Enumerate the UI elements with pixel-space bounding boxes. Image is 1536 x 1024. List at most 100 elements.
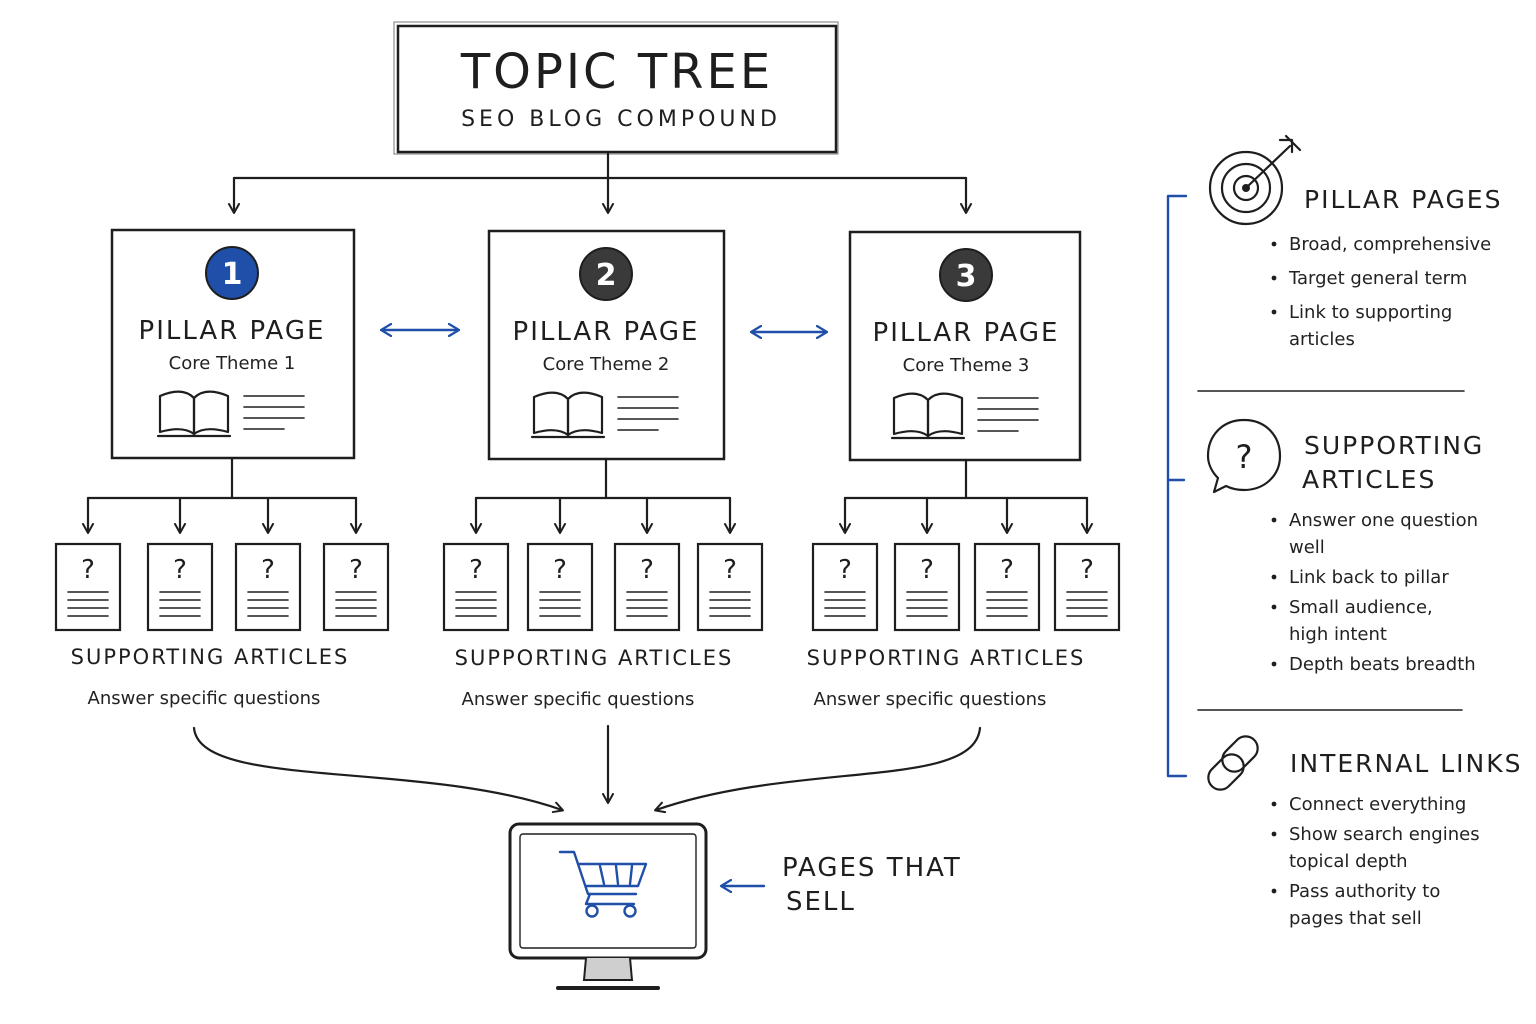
article-doc-icon: ?	[442, 542, 510, 632]
article-question-mark: ?	[261, 555, 275, 585]
supporting-articles-group: ????	[54, 542, 390, 632]
book-icon	[156, 390, 232, 438]
article-connectors	[82, 456, 362, 534]
legend-bullet-text: Link back to pillar	[1289, 567, 1449, 588]
book-icon	[530, 391, 606, 439]
legend-bullet: Link to supporting articles	[1271, 302, 1452, 350]
article-question-mark: ?	[920, 555, 934, 585]
legend-bullet-text: Small audience,	[1289, 597, 1433, 618]
pillar-title: PILLAR PAGE	[873, 318, 1060, 348]
article-connectors	[470, 457, 736, 534]
legend-bullet-text: Depth beats breadth	[1289, 654, 1476, 675]
legend-bullet-text: Connect everything	[1289, 794, 1466, 815]
article-question-mark: ?	[81, 555, 95, 585]
article-doc-icon: ?	[1053, 542, 1121, 632]
pillar-title: PILLAR PAGE	[513, 317, 700, 347]
legend-bullet-text: articles	[1289, 329, 1355, 350]
article-doc-icon: ?	[526, 542, 594, 632]
legend-bullet-text: high intent	[1289, 624, 1387, 645]
pillar-theme: Core Theme 3	[903, 355, 1030, 376]
text-lines-icon	[243, 395, 305, 430]
legend-bullet: Depth beats breadth	[1271, 654, 1476, 675]
article-question-mark: ?	[349, 555, 363, 585]
article-doc-icon: ?	[811, 542, 879, 632]
article-doc-icon: ?	[696, 542, 764, 632]
article-doc-icon: ?	[322, 542, 390, 632]
article-doc-icon: ?	[234, 542, 302, 632]
legend-heading: PILLAR PAGES	[1304, 185, 1502, 214]
legend-bullet-text: Link to supporting	[1289, 302, 1452, 323]
pillar-number-badge	[939, 248, 993, 302]
diagram-title: TOPIC TREE	[460, 44, 773, 100]
pillar-number: 2	[596, 258, 617, 293]
supporting-articles-title: SUPPORTING ARTICLES	[71, 645, 350, 669]
pillar-links	[382, 330, 826, 332]
supporting-articles-group: ????	[442, 542, 764, 632]
title-box: TOPIC TREE SEO BLOG COMPOUND	[393, 21, 839, 155]
supporting-articles-text: Answer specific questions	[462, 689, 695, 710]
legend-bullet: Small audience, high intent	[1271, 597, 1433, 645]
legend-bullet-text: Answer one question	[1289, 510, 1478, 531]
diagram-subtitle: SEO BLOG COMPOUND	[461, 107, 781, 132]
article-question-mark: ?	[640, 555, 654, 585]
sell-line-1: PAGES THAT	[782, 853, 962, 883]
legend-bullet: Target general term	[1271, 268, 1467, 289]
article-question-mark: ?	[173, 555, 187, 585]
book-icon	[890, 392, 966, 440]
question-bubble-icon: ?	[1206, 418, 1282, 494]
article-connectors	[839, 458, 1093, 534]
sell-line-2: SELL	[786, 887, 856, 917]
title-connectors	[228, 150, 972, 214]
pillar-theme: Core Theme 1	[169, 353, 296, 374]
chain-link-icon	[1207, 735, 1259, 791]
legend-bullet: Link back to pillar	[1271, 567, 1449, 588]
article-doc-icon: ?	[973, 542, 1041, 632]
legend-heading: ARTICLES	[1302, 465, 1436, 494]
text-lines-icon	[617, 396, 679, 431]
article-doc-icon: ?	[613, 542, 681, 632]
legend-bullet: Show search engines topical depth	[1271, 824, 1480, 872]
supporting-articles-group: ????	[811, 542, 1121, 632]
article-question-mark: ?	[469, 555, 483, 585]
legend-bullet-text: Pass authority to	[1289, 881, 1440, 902]
article-question-mark: ?	[838, 555, 852, 585]
legend-bullet-text: Show search engines	[1289, 824, 1480, 845]
pages-that-sell-label: PAGES THAT SELL	[722, 853, 962, 917]
legend-bullet-text: pages that sell	[1289, 908, 1422, 929]
pillar-number: 3	[956, 259, 977, 294]
legend-bullet-text: Broad, comprehensive	[1289, 234, 1491, 255]
target-icon	[1208, 134, 1302, 226]
article-question-mark: ?	[1000, 555, 1014, 585]
legend-heading: SUPPORTING	[1304, 431, 1484, 460]
legend-heading: INTERNAL LINKS	[1290, 749, 1522, 778]
legend-bullet: Broad, comprehensive	[1271, 234, 1491, 255]
legend-frame	[1166, 194, 1465, 778]
legend-bullet-text: Target general term	[1288, 268, 1467, 289]
legend-bullet: Pass authority to pages that sell	[1271, 881, 1440, 929]
article-question-mark: ?	[553, 555, 567, 585]
text-lines-icon	[977, 397, 1039, 432]
monitor-icon	[508, 822, 708, 990]
shopping-cart-icon	[558, 850, 648, 918]
article-doc-icon: ?	[893, 542, 961, 632]
sell-connectors	[192, 724, 982, 814]
pillar-theme: Core Theme 2	[543, 354, 670, 375]
article-question-mark: ?	[1080, 555, 1094, 585]
supporting-articles-text: Answer specific questions	[814, 689, 1047, 710]
pillar-number-badge	[579, 247, 633, 301]
legend-bullet-text: topical depth	[1289, 851, 1408, 872]
supporting-articles-title: SUPPORTING ARTICLES	[455, 646, 734, 670]
legend-bullet: Connect everything	[1271, 794, 1466, 815]
